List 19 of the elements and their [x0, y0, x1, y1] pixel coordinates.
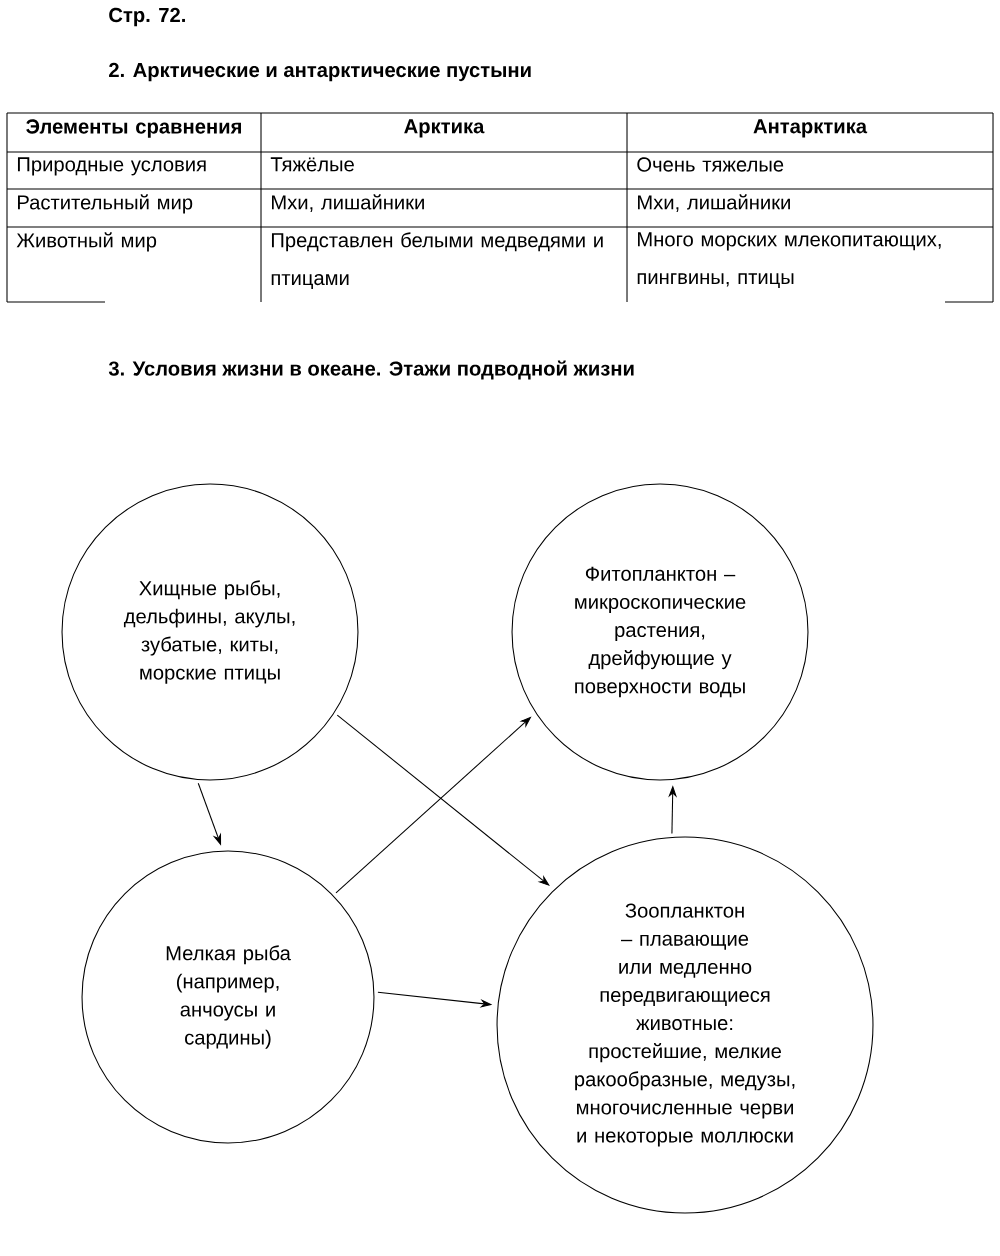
- table-cell: Очень тяжелые: [637, 157, 784, 172]
- table-cell: Природные условия: [18, 157, 206, 176]
- circle-node: Мелкая рыба (например, анчоусы и сардины): [81, 850, 375, 1144]
- table-header-cell: Арктика: [404, 119, 485, 138]
- table-cell: Мхи, лишайники: [272, 194, 424, 212]
- table-header-cell: Антарктика: [753, 119, 868, 138]
- table-cell: Растительный мир: [18, 194, 193, 214]
- section-heading: 3. Условия жизни в океане. Этажи подводной жизни: [108, 360, 634, 380]
- table-cell: Представлен белыми медведями и птицами: [271, 232, 603, 289]
- page-heading: Стр. 72.: [109, 7, 185, 27]
- table-cell: Мхи, лишайники: [638, 194, 790, 212]
- table-header-cell: Элементы сравнения: [26, 119, 241, 138]
- table-cell: Много морских млекопитающих, пингвины, птицы: [637, 232, 941, 289]
- circle-node: Зоопланктон – плавающие или медленно передвигающиеся животные: простейшие, мелкие ракообразные, медузы, многочисленные черви и некоторые моллюски: [496, 836, 874, 1214]
- table-cell: Животный мир: [16, 232, 157, 252]
- table-cell: Тяжёлые: [270, 157, 354, 172]
- circle-node: Хищные рыбы, дельфины, акулы, зубатые, киты, морские птицы: [61, 483, 359, 781]
- circle-node: Фитопланктон – микроскопические растения, дрейфующие у поверхности воды: [511, 483, 809, 781]
- section-heading: 2. Арктические и антарктические пустыни: [109, 62, 531, 82]
